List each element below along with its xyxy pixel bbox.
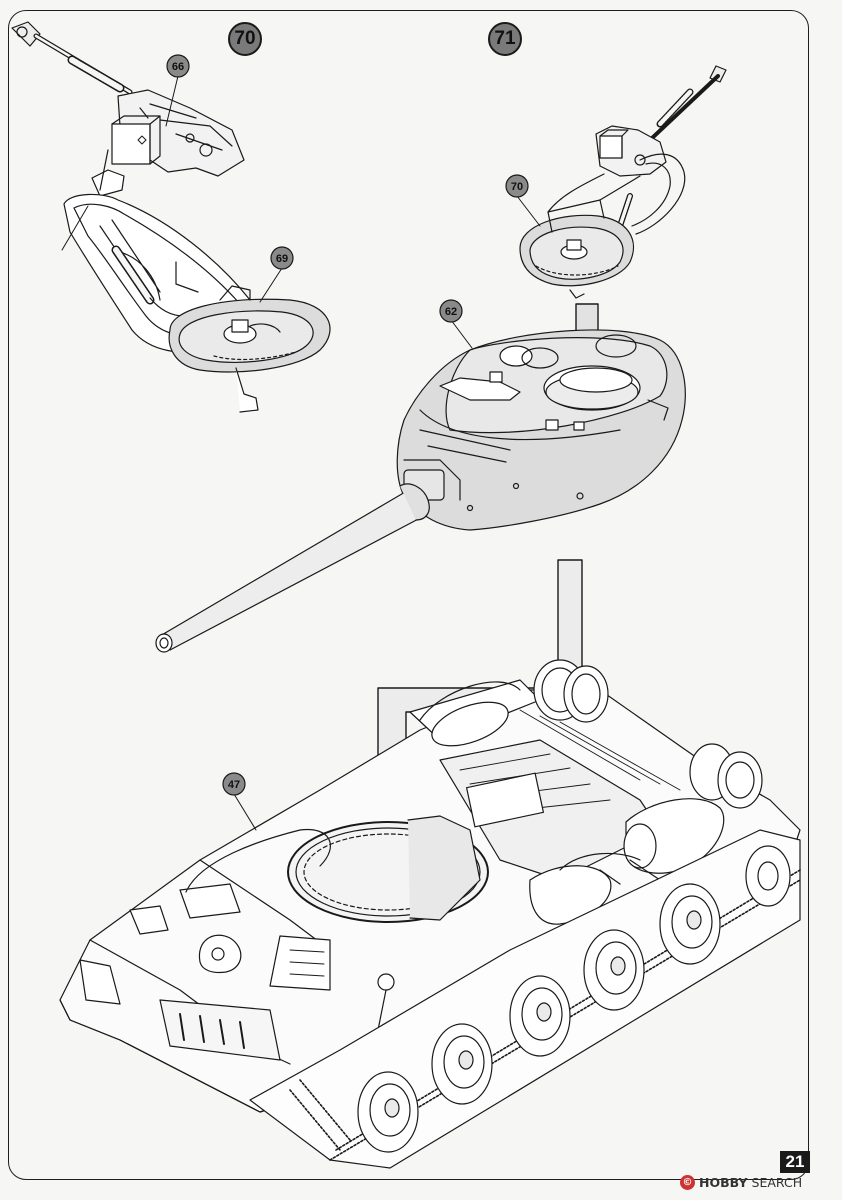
callout-69-label: 69: [276, 253, 288, 265]
callout-47: 47: [222, 772, 246, 796]
callout-47-label: 47: [228, 779, 240, 791]
main-gun-barrel: [155, 483, 430, 653]
watermark: © HOBBY SEARCH: [680, 1172, 802, 1192]
callout-70-label: 70: [511, 181, 523, 193]
watermark-suffix: SEARCH: [751, 1174, 803, 1190]
step-71-badge: 71: [488, 22, 522, 56]
watermark-logo-icon: ©: [680, 1174, 695, 1190]
callout-62: 62: [439, 299, 463, 323]
turret-part-62: [396, 329, 686, 531]
assembled-mount-part-70: [519, 65, 727, 299]
callout-66: 66: [166, 54, 190, 78]
callout-62-label: 62: [445, 306, 457, 318]
track-and-road-wheels: [249, 829, 801, 1169]
page-border: [8, 10, 809, 1180]
watermark-brand: HOBBY: [699, 1174, 748, 1190]
callout-66-label: 66: [172, 61, 184, 73]
ring-mount-part-69: [63, 193, 331, 413]
callout-70: 70: [505, 174, 529, 198]
hull-part-47: [59, 659, 801, 1113]
page-number: 21: [780, 1151, 810, 1173]
machine-gun-part-66: [11, 21, 245, 197]
step-70-badge: 70: [228, 22, 262, 56]
callout-69: 69: [270, 246, 294, 270]
callout-leaders: [61, 75, 541, 831]
